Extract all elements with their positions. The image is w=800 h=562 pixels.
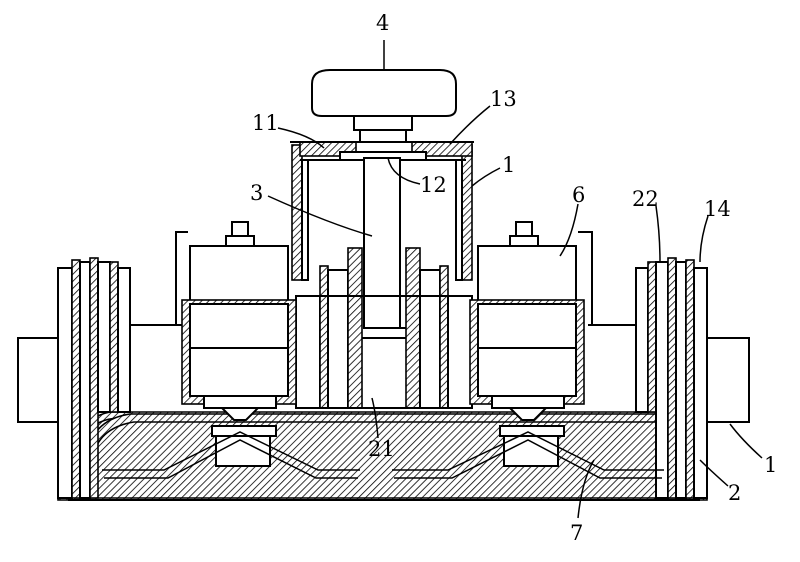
label-3: 3: [250, 181, 263, 205]
right-motor: [469, 221, 585, 421]
knob: [311, 69, 457, 143]
label-4: 4: [376, 11, 389, 35]
right-outlet-box: [706, 337, 750, 423]
label-21: 21: [368, 437, 395, 461]
shaft: [363, 157, 408, 329]
central-column: [290, 141, 474, 281]
label-14: 14: [704, 197, 731, 221]
reference-labels: 4 13 11 12 1 3 6 22 14 21 1 2 7: [250, 11, 777, 545]
label-6: 6: [572, 183, 585, 207]
label-11: 11: [252, 111, 279, 135]
label-1-top: 1: [502, 153, 515, 177]
upper-housing: [129, 231, 637, 412]
right-fan: [392, 425, 664, 479]
left-fan: [102, 425, 360, 479]
label-2: 2: [728, 481, 741, 505]
label-7: 7: [570, 521, 583, 545]
label-13: 13: [490, 87, 517, 111]
label-22: 22: [632, 187, 659, 211]
leader-lines: [267, 40, 763, 519]
right-pipe-assembly: [635, 257, 708, 499]
left-outlet-box: [17, 337, 59, 423]
left-motor: [181, 221, 297, 421]
left-pipe-assembly: [57, 257, 131, 499]
label-12: 12: [420, 173, 447, 197]
label-1-right: 1: [764, 453, 777, 477]
central-sleeves: [295, 247, 473, 409]
